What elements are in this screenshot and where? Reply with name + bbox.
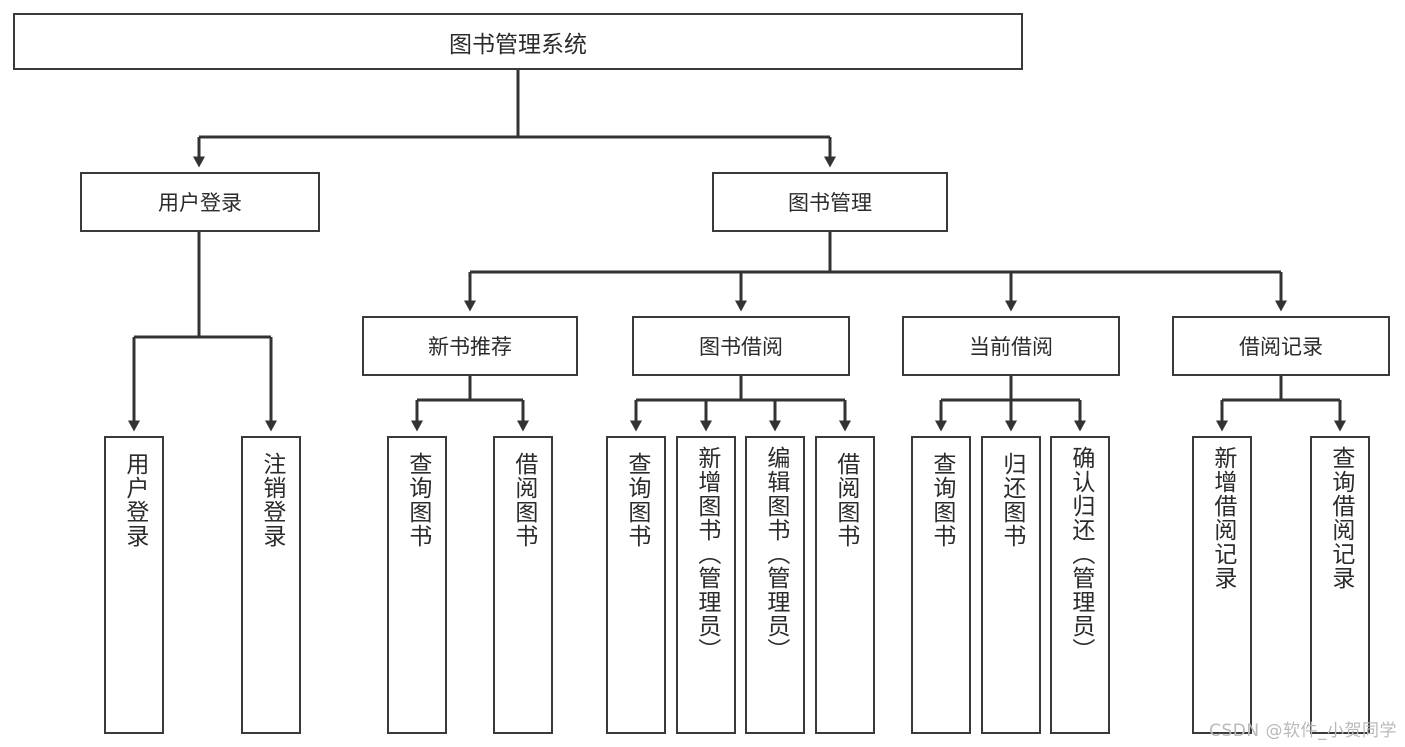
- node-book-management[interactable]: 图书管理: [712, 172, 948, 232]
- leaf-br-query-record-label: 查询借阅记录: [1327, 446, 1354, 590]
- node-user-login[interactable]: 用户登录: [80, 172, 320, 232]
- leaf-bb-borrow-book-label: 借阅图书: [832, 452, 859, 548]
- leaf-cb-confirm-return[interactable]: 确认归还（管理员）: [1050, 436, 1110, 734]
- leaf-cb-query-book-label: 查询图书: [928, 452, 955, 548]
- leaf-bb-add-book-label: 新增图书（管理员）: [693, 446, 720, 662]
- leaf-bb-query-book[interactable]: 查询图书: [606, 436, 666, 734]
- node-new-book-recommend-label: 新书推荐: [428, 335, 512, 359]
- node-book-management-label: 图书管理: [788, 191, 872, 215]
- node-book-borrow[interactable]: 图书借阅: [632, 316, 850, 376]
- leaf-cb-return-book-label: 归还图书: [998, 452, 1025, 548]
- leaf-bb-borrow-book[interactable]: 借阅图书: [815, 436, 875, 734]
- leaf-nb-borrow-book[interactable]: 借阅图书: [493, 436, 553, 734]
- leaf-br-add-record-label: 新增借阅记录: [1209, 446, 1236, 590]
- leaf-cb-query-book[interactable]: 查询图书: [911, 436, 971, 734]
- leaf-nb-borrow-book-label: 借阅图书: [510, 452, 537, 548]
- leaf-bb-edit-book[interactable]: 编辑图书（管理员）: [745, 436, 805, 734]
- leaf-br-query-record[interactable]: 查询借阅记录: [1310, 436, 1370, 734]
- node-root[interactable]: 图书管理系统: [13, 13, 1023, 70]
- node-root-label: 图书管理系统: [449, 31, 587, 58]
- watermark: CSDN @软件_小贺同学: [1209, 721, 1397, 741]
- node-borrow-record[interactable]: 借阅记录: [1172, 316, 1390, 376]
- leaf-bb-add-book[interactable]: 新增图书（管理员）: [676, 436, 736, 734]
- leaf-nb-query-book-label: 查询图书: [404, 452, 431, 548]
- node-borrow-record-label: 借阅记录: [1239, 335, 1323, 359]
- leaf-bb-edit-book-label: 编辑图书（管理员）: [762, 446, 789, 662]
- leaf-nb-query-book[interactable]: 查询图书: [387, 436, 447, 734]
- node-user-login-label: 用户登录: [158, 191, 242, 215]
- node-new-book-recommend[interactable]: 新书推荐: [362, 316, 578, 376]
- node-book-borrow-label: 图书借阅: [699, 335, 783, 359]
- leaf-user-login-label: 用户登录: [121, 452, 148, 548]
- leaf-logout-label: 注销登录: [258, 452, 285, 548]
- node-current-borrow-label: 当前借阅: [969, 335, 1053, 359]
- leaf-bb-query-book-label: 查询图书: [623, 452, 650, 548]
- leaf-logout[interactable]: 注销登录: [241, 436, 301, 734]
- leaf-user-login[interactable]: 用户登录: [104, 436, 164, 734]
- node-current-borrow[interactable]: 当前借阅: [902, 316, 1120, 376]
- leaf-br-add-record[interactable]: 新增借阅记录: [1192, 436, 1252, 734]
- leaf-cb-confirm-return-label: 确认归还（管理员）: [1067, 446, 1094, 662]
- leaf-cb-return-book[interactable]: 归还图书: [981, 436, 1041, 734]
